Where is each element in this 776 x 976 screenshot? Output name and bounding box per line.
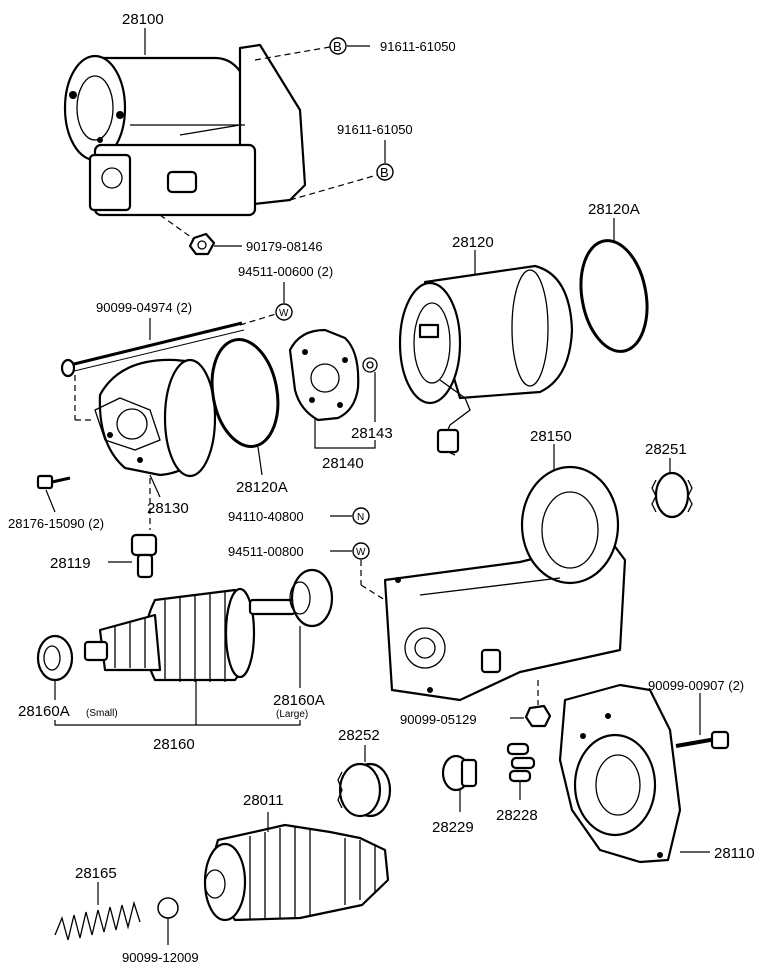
- label-28160: 28160: [153, 736, 195, 753]
- label-90099-12009: 90099-12009: [122, 950, 199, 965]
- label-90099-00907: 90099-00907 (2): [648, 678, 744, 693]
- label-91611-61050-mid: 91611-61050: [337, 122, 413, 137]
- b-symbol-mid: B: [376, 163, 394, 181]
- w-symbol-mid: W: [352, 542, 370, 560]
- o-ring-28120A-top: [579, 239, 649, 353]
- svg-text:B: B: [333, 39, 342, 54]
- label-94511-00600: 94511-00600 (2): [238, 264, 333, 279]
- svg-text:N: N: [357, 512, 364, 523]
- label-28229: 28229: [432, 819, 474, 836]
- label-28228: 28228: [496, 807, 538, 824]
- label-28165: 28165: [75, 865, 117, 882]
- label-28176-15090: 28176-15090 (2): [8, 516, 104, 531]
- brush-spring-28143: [362, 357, 378, 373]
- spring-28165: [54, 900, 141, 941]
- armature-28160: [83, 587, 297, 682]
- parts-28228: [506, 742, 536, 783]
- brush-holder-28140: [288, 328, 360, 422]
- n-symbol: N: [352, 507, 370, 525]
- label-90099-05129: 90099-05129: [400, 712, 477, 727]
- screw-28176: [36, 474, 71, 490]
- label-28251: 28251: [645, 441, 687, 458]
- label-94511-00800: 94511-00800: [228, 544, 304, 559]
- clutch-28011: [203, 823, 390, 922]
- w-symbol-top: W: [275, 303, 293, 321]
- starter-assembly: [63, 43, 307, 217]
- ball-90099-12009: [157, 897, 179, 919]
- label-28160A-large: 28160A: [273, 692, 325, 709]
- svg-text:W: W: [279, 308, 289, 319]
- housing-28150: [383, 465, 627, 702]
- bolt-90099-00907: [675, 730, 730, 750]
- label-28130: 28130: [147, 500, 189, 517]
- label-90179-08146: 90179-08146: [246, 239, 323, 254]
- label-28150: 28150: [530, 428, 572, 445]
- gear-28251: [651, 471, 693, 519]
- label-28120A-top: 28120A: [588, 201, 640, 218]
- b-symbol-top: B: [329, 37, 347, 55]
- label-28120A-mid: 28120A: [236, 479, 288, 496]
- label-91611-61050-top: 91611-61050: [380, 39, 456, 54]
- label-28120: 28120: [452, 234, 494, 251]
- svg-text:B: B: [380, 165, 389, 180]
- label-94110-40800: 94110-40800: [228, 509, 304, 524]
- label-28160A-small: 28160A: [18, 703, 70, 720]
- label-28119: 28119: [50, 555, 91, 572]
- label-28110: 28110: [714, 845, 755, 862]
- label-28252: 28252: [338, 727, 380, 744]
- label-28011: 28011: [243, 792, 284, 809]
- through-bolt: [60, 321, 245, 378]
- label-28160A-small-note: (Small): [86, 708, 118, 719]
- end-cover-28130: [94, 358, 217, 478]
- part-28229: [441, 754, 478, 792]
- bearing-large-28160A: [289, 568, 334, 628]
- part-28119: [130, 533, 158, 579]
- svg-text:W: W: [356, 547, 366, 558]
- label-28160A-large-note: (Large): [276, 709, 308, 720]
- o-ring-28120A-mid: [210, 338, 280, 448]
- yoke-28120: [398, 264, 574, 456]
- label-28140: 28140: [322, 455, 364, 472]
- label-90099-04974: 90099-04974 (2): [96, 300, 192, 315]
- nut-90099-05129: [524, 704, 552, 728]
- nut-90179: [188, 232, 216, 256]
- gear-28252: [337, 762, 392, 818]
- front-housing-28110: [558, 683, 682, 864]
- label-28100: 28100: [122, 11, 164, 28]
- label-28143: 28143: [351, 425, 393, 442]
- bearing-small-28160A: [36, 634, 74, 682]
